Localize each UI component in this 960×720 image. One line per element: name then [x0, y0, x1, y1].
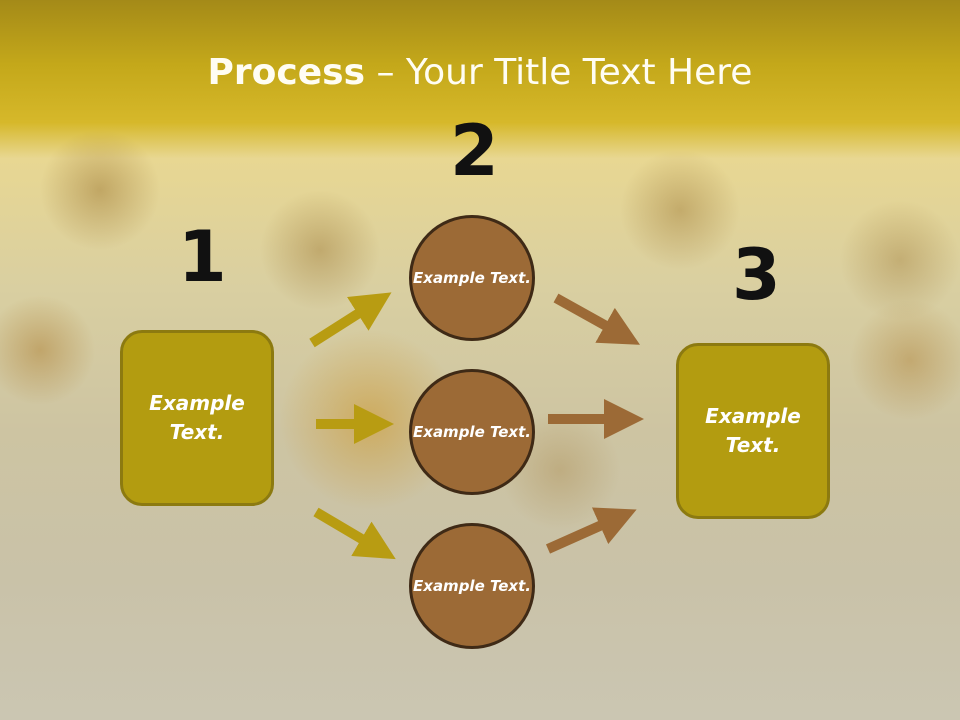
arrow-from-circle-1: [553, 293, 640, 345]
step-number-3: 3: [732, 234, 781, 316]
circle-2: Example Text.: [409, 369, 535, 495]
slide-title: Process – Your Title Text Here: [0, 52, 960, 93]
title-bold: Process: [207, 52, 366, 93]
circle-3-text: Example Text.: [413, 576, 531, 595]
left-box-text: Example Text.: [149, 391, 245, 444]
arrow-to-circle-1: [309, 292, 392, 348]
circle-1-text: Example Text.: [413, 268, 531, 287]
arrow-from-circle-3: [545, 507, 637, 554]
step-number-2: 2: [450, 110, 499, 192]
arrow-to-circle-3: [313, 507, 396, 560]
title-rest: – Your Title Text Here: [365, 52, 753, 93]
circle-3: Example Text.: [409, 523, 535, 649]
circle-2-text: Example Text.: [413, 422, 531, 441]
left-box: Example Text.: [120, 330, 274, 506]
right-box-text: Example Text.: [705, 404, 801, 457]
step-number-1: 1: [178, 216, 227, 298]
right-box: Example Text.: [676, 343, 830, 519]
circle-1: Example Text.: [409, 215, 535, 341]
